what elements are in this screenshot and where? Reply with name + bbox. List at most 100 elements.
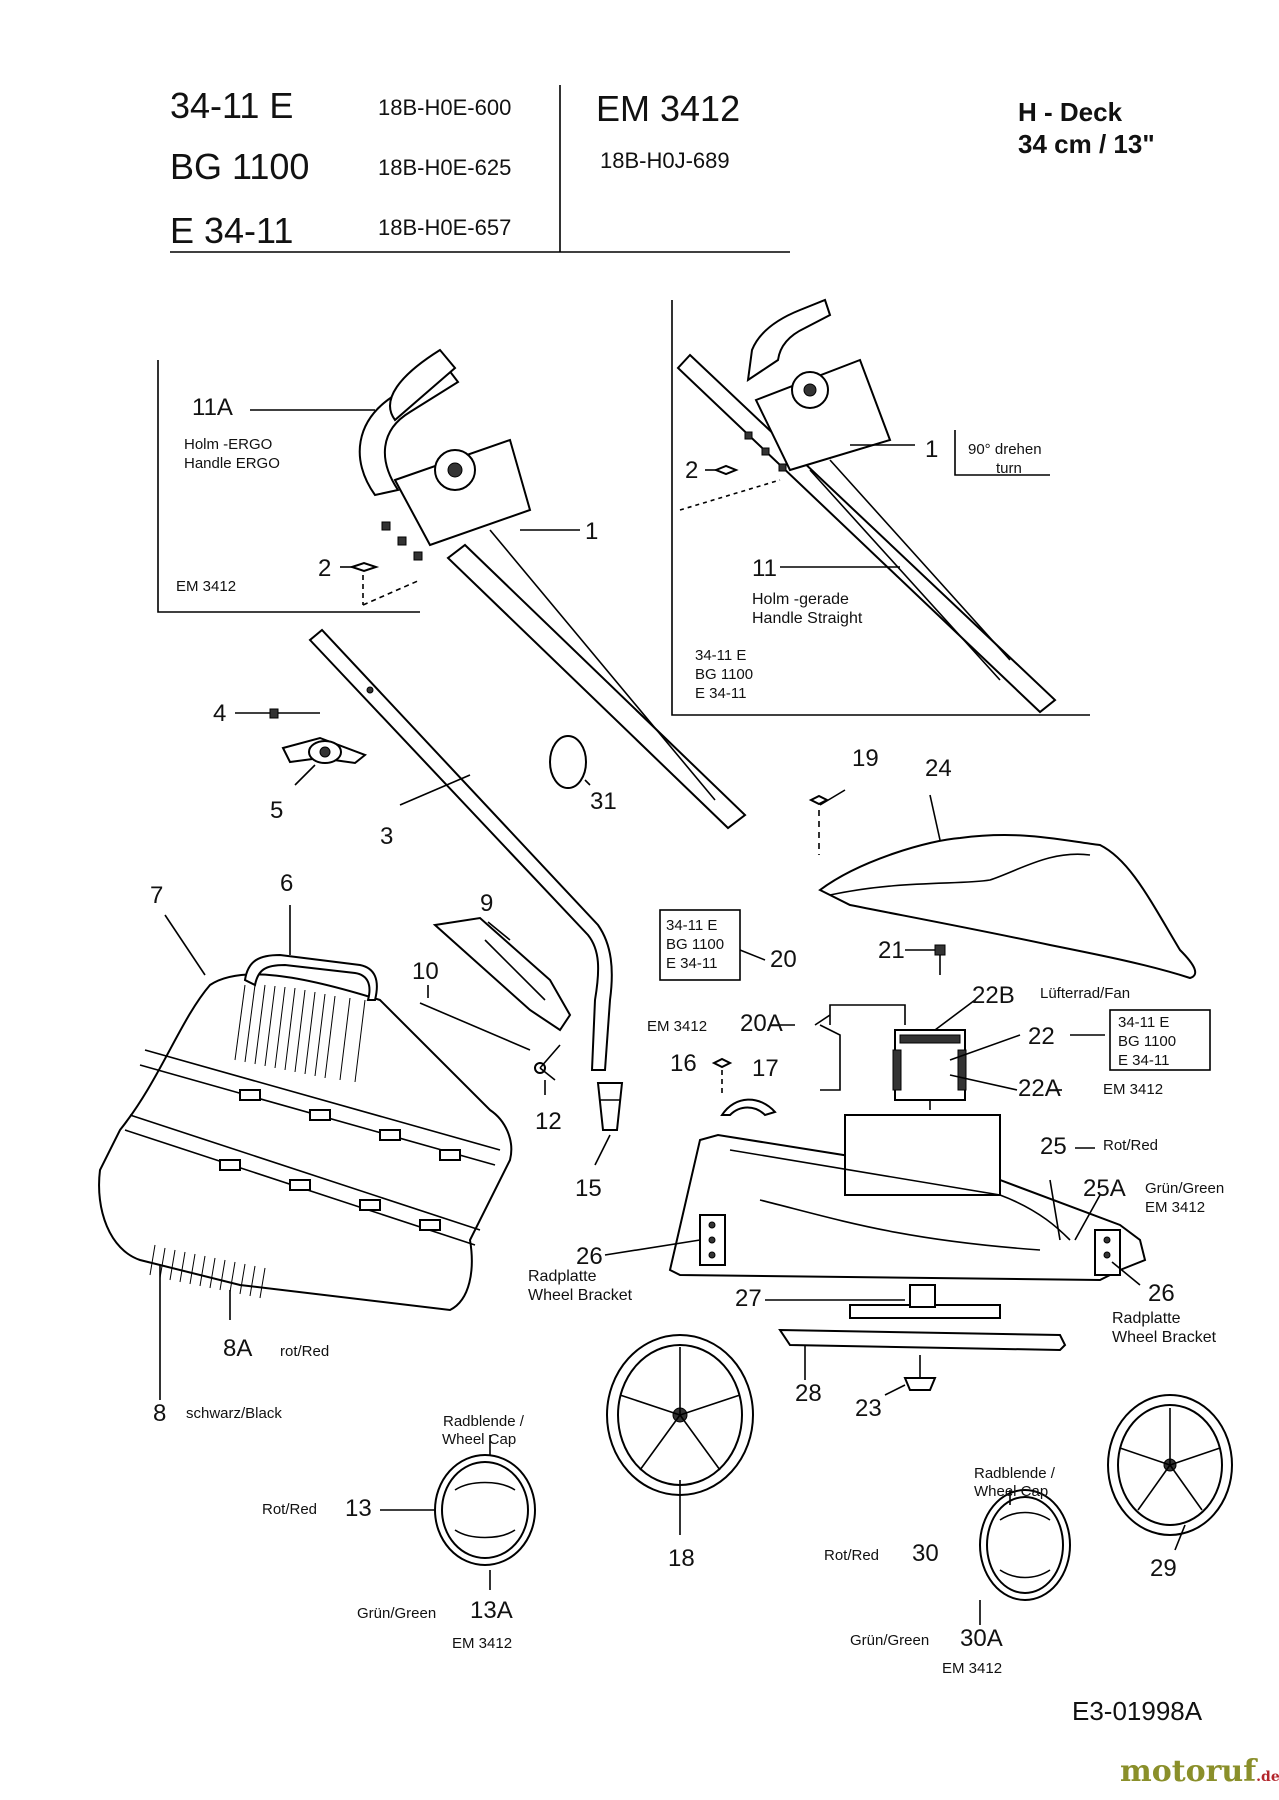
wheel-cap-en-label: Wheel Cap — [974, 1483, 1049, 1500]
callout-17: 17 — [752, 1055, 779, 1082]
callout-12: 12 — [535, 1108, 562, 1135]
leaders-ergo — [250, 409, 580, 606]
fan-blade-bolt — [765, 1284, 1067, 1396]
wheel-cap-de-label: Radblende / — [974, 1465, 1055, 1482]
deck-cover — [808, 789, 1197, 980]
screw-16-clip-17 — [711, 1057, 777, 1117]
model-code: 18B-H0E-657 — [378, 215, 512, 240]
handle-straight-label: Handle Straight — [752, 610, 863, 627]
callout-6: 6 — [280, 870, 294, 897]
wheel-cap-30 — [979, 1489, 1071, 1625]
cable-bracket — [770, 1004, 906, 1091]
callout-10: 10 — [412, 958, 439, 985]
callout-28: 28 — [795, 1380, 822, 1407]
callout-1: 1 — [925, 436, 939, 463]
color-label: Grün/Green — [357, 1605, 437, 1622]
color-label: Rot/Red — [262, 1501, 318, 1518]
model-list-item: E 34-11 — [666, 955, 718, 972]
model-code: 18B-H0E-625 — [378, 155, 512, 180]
model-name: E 34-11 — [170, 210, 294, 251]
color-label: Grün/Green — [1145, 1180, 1225, 1197]
callout-20A: 20A — [740, 1010, 783, 1037]
callout-4: 4 — [213, 700, 227, 727]
callout-9: 9 — [480, 890, 494, 917]
wheel-cap-en-label: Wheel Cap — [442, 1431, 517, 1448]
callout-13A: 13A — [470, 1597, 513, 1624]
handle-ergo-label: Handle ERGO — [184, 455, 280, 472]
bolt-and-wing-nut — [235, 708, 367, 786]
callout-29: 29 — [1150, 1555, 1177, 1582]
em3412-label: EM 3412 — [1103, 1081, 1164, 1098]
motor — [892, 999, 1211, 1110]
ergo-handle-frame — [157, 360, 420, 613]
grass-catcher — [98, 905, 513, 1400]
turn-en-label: turn — [996, 460, 1022, 477]
leaders-straight — [679, 430, 1050, 568]
brand-suffix: .de — [1256, 1769, 1279, 1785]
wheel-cap-13 — [380, 1435, 536, 1590]
screw-21 — [905, 944, 946, 975]
callout-11: 11 — [752, 555, 777, 582]
em3412-label: EM 3412 — [176, 578, 237, 595]
color-label: schwarz/Black — [186, 1405, 282, 1422]
callout-25: 25 — [1040, 1133, 1067, 1160]
callout-26: 26 — [576, 1243, 603, 1270]
model-list-item: BG 1100 — [666, 936, 725, 953]
model-name: 34-11 E — [170, 85, 294, 126]
straight-handle-frame — [671, 300, 1090, 716]
wheel-cap-de-label: Radblende / — [443, 1413, 524, 1430]
lower-handle-part — [308, 628, 613, 1071]
model-list-item: BG 1100 — [695, 666, 754, 683]
deck-title: H - Deck — [1018, 97, 1123, 127]
wheel-bracket-en-label: Wheel Bracket — [528, 1287, 633, 1304]
wheel-bracket-en-label: Wheel Bracket — [1112, 1329, 1217, 1346]
mower-deck — [604, 1114, 1147, 1286]
callout-22B: 22B — [972, 982, 1015, 1009]
callout-31: 31 — [590, 788, 617, 815]
deck-size: 34 cm / 13" — [1018, 129, 1155, 159]
em3412-label: EM 3412 — [647, 1018, 708, 1035]
brand-name: motoruf — [1120, 1754, 1257, 1789]
callout-21: 21 — [878, 937, 905, 964]
wheel-29 — [1107, 1394, 1233, 1551]
callout-27: 27 — [735, 1285, 762, 1312]
em3412-label: EM 3412 — [1145, 1199, 1206, 1216]
callout-2: 2 — [318, 555, 332, 582]
straight-handle-part — [676, 298, 1057, 714]
callout-1: 1 — [585, 518, 599, 545]
model-code: 18B-H0E-600 — [378, 95, 512, 120]
callout-8: 8 — [153, 1400, 167, 1427]
model-list-item: 34-11 E — [1118, 1014, 1170, 1031]
sleeve — [594, 1082, 624, 1166]
color-label: Rot/Red — [824, 1547, 880, 1564]
wheel-18 — [606, 1334, 754, 1535]
callout-13: 13 — [345, 1495, 372, 1522]
holm-gerade-label: Holm -gerade — [752, 591, 849, 608]
em-model-code: 18B-H0J-689 — [600, 148, 730, 173]
callout-19: 19 — [852, 745, 879, 772]
callout-26: 26 — [1148, 1280, 1175, 1307]
callout-24: 24 — [925, 755, 952, 782]
em3412-label: EM 3412 — [942, 1660, 1003, 1677]
ring-clip — [549, 735, 591, 789]
model-list-item: E 34-11 — [1118, 1052, 1170, 1069]
callout-18: 18 — [668, 1545, 695, 1572]
callout-25A: 25A — [1083, 1175, 1126, 1202]
callout-7: 7 — [150, 882, 164, 909]
callout-16: 16 — [670, 1050, 697, 1077]
color-label: Rot/Red — [1103, 1137, 1159, 1154]
em-model-name: EM 3412 — [596, 88, 741, 129]
header-rules — [170, 85, 790, 253]
callout-15: 15 — [575, 1175, 602, 1202]
model-list-item: BG 1100 — [1118, 1033, 1177, 1050]
callout-23: 23 — [855, 1395, 882, 1422]
wheel-bracket-de-label: Radplatte — [528, 1268, 597, 1285]
callout-3: 3 — [380, 823, 394, 850]
callout-2: 2 — [685, 457, 699, 484]
color-label: Grün/Green — [850, 1632, 930, 1649]
callout-30A: 30A — [960, 1625, 1003, 1652]
callout-30: 30 — [912, 1540, 939, 1567]
model-list-item: 34-11 E — [666, 917, 718, 934]
em3412-label: EM 3412 — [452, 1635, 513, 1652]
callout-22: 22 — [1028, 1023, 1055, 1050]
